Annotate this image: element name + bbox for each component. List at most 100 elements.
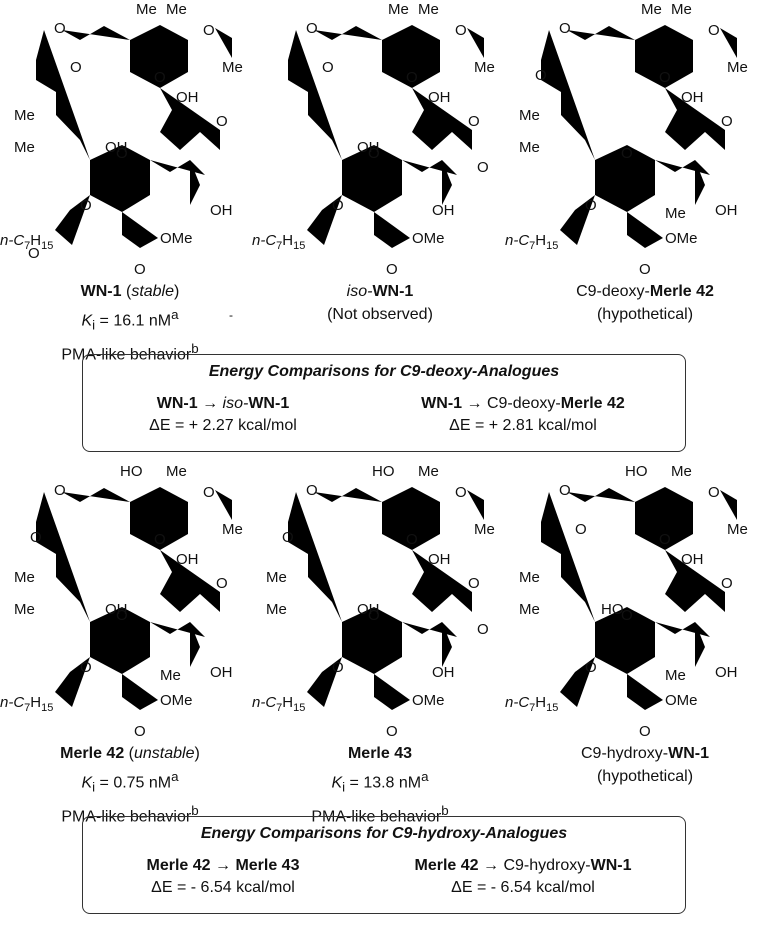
svg-text:n-C7H15: n-C7H15 bbox=[505, 694, 558, 714]
svg-text:O: O bbox=[621, 145, 633, 162]
svg-text:Me: Me bbox=[136, 1, 157, 18]
svg-text:O: O bbox=[708, 22, 720, 39]
svg-text:O: O bbox=[80, 659, 92, 676]
svg-text:Me: Me bbox=[14, 569, 35, 586]
svg-text:Me: Me bbox=[519, 569, 540, 586]
svg-text:OH: OH bbox=[432, 664, 455, 681]
energy-box-title: Energy Comparisons for C9-hydroxy-Analog… bbox=[200, 825, 568, 842]
svg-text:OMe: OMe bbox=[412, 692, 445, 709]
svg-text:OH: OH bbox=[210, 202, 233, 219]
svg-text:O: O bbox=[368, 145, 380, 162]
svg-text:OH: OH bbox=[176, 89, 199, 106]
svg-text:Me: Me bbox=[222, 59, 243, 76]
svg-text:O: O bbox=[659, 69, 671, 86]
svg-text:O: O bbox=[368, 607, 380, 624]
svg-text:Me: Me bbox=[474, 59, 495, 76]
svg-text:O: O bbox=[30, 529, 42, 546]
svg-text:O: O bbox=[659, 531, 671, 548]
svg-text:OH: OH bbox=[715, 664, 738, 681]
svg-text:Me: Me bbox=[418, 463, 439, 480]
svg-text:Me: Me bbox=[519, 139, 540, 156]
svg-text:O: O bbox=[282, 529, 294, 546]
svg-text:OH: OH bbox=[357, 601, 380, 618]
caption-c9-hydroxy-wn-1: C9-hydroxy-WN-1 (hypothetical) bbox=[580, 745, 710, 785]
svg-text:HO: HO bbox=[601, 601, 624, 618]
svg-text:n-C7H15: n-C7H15 bbox=[505, 232, 558, 252]
svg-text:OH: OH bbox=[176, 551, 199, 568]
svg-text:O: O bbox=[455, 484, 467, 501]
comparison-right: Merle 42 → C9-hydroxy-WN-1 ΔE = - 6.54 k… bbox=[414, 857, 632, 896]
comparison-right: WN-1 → C9-deoxy-Merle 42 ΔE = + 2.81 kca… bbox=[421, 395, 625, 434]
svg-text:OMe: OMe bbox=[160, 230, 193, 247]
svg-text:OH: OH bbox=[105, 139, 128, 156]
svg-text:O: O bbox=[332, 659, 344, 676]
comparison-left: Merle 42 → Merle 43 ΔE = - 6.54 kcal/mol bbox=[146, 857, 300, 896]
svg-text:HO: HO bbox=[625, 463, 648, 480]
svg-text:O: O bbox=[621, 607, 633, 624]
svg-text:OH: OH bbox=[428, 89, 451, 106]
svg-text:O: O bbox=[134, 723, 146, 737]
svg-text:O: O bbox=[585, 197, 597, 214]
caption-merle-42: Merle 42 (unstable) Ki = 0.75 nMa PMA-li… bbox=[60, 745, 200, 825]
svg-text:OMe: OMe bbox=[160, 692, 193, 709]
caption-c9-deoxy-merle-42: C9-deoxy-Merle 42 (hypothetical) bbox=[576, 283, 714, 323]
svg-text:OMe: OMe bbox=[665, 692, 698, 709]
svg-text:n-C7H15: n-C7H15 bbox=[0, 232, 53, 252]
svg-text:OMe: OMe bbox=[665, 230, 698, 247]
svg-text:O: O bbox=[216, 113, 228, 130]
svg-text:O: O bbox=[559, 482, 571, 499]
svg-text:O: O bbox=[559, 20, 571, 37]
svg-text:Me: Me bbox=[266, 601, 287, 618]
separator-dot: - bbox=[229, 308, 233, 322]
svg-text:n-C7H15: n-C7H15 bbox=[252, 232, 305, 252]
svg-text:Me: Me bbox=[665, 667, 686, 684]
svg-text:Me: Me bbox=[418, 1, 439, 18]
svg-text:O: O bbox=[70, 59, 82, 76]
svg-text:O: O bbox=[721, 113, 733, 130]
svg-text:O: O bbox=[332, 197, 344, 214]
svg-text:HO: HO bbox=[120, 463, 143, 480]
svg-text:Me: Me bbox=[222, 521, 243, 538]
energy-box-title: Energy Comparisons for C9-deoxy-Analogue… bbox=[208, 363, 560, 380]
svg-text:OH: OH bbox=[105, 601, 128, 618]
svg-text:Me: Me bbox=[671, 1, 692, 18]
svg-text:n-C7H15: n-C7H15 bbox=[0, 694, 53, 714]
svg-text:OH: OH bbox=[210, 664, 233, 681]
svg-text:OH: OH bbox=[428, 551, 451, 568]
svg-text:O: O bbox=[28, 245, 40, 262]
svg-text:Me: Me bbox=[160, 667, 181, 684]
caption-wn-1: WN-1 (stable) Ki = 16.1 nMa PMA-like beh… bbox=[61, 283, 199, 363]
svg-text:OH: OH bbox=[357, 139, 380, 156]
svg-text:O: O bbox=[721, 575, 733, 592]
svg-text:O: O bbox=[203, 22, 215, 39]
svg-text:O: O bbox=[54, 482, 66, 499]
svg-text:O: O bbox=[468, 575, 480, 592]
svg-text:O: O bbox=[477, 159, 489, 176]
caption-merle-43: Merle 43 Ki = 13.8 nMa PMA-like behavior… bbox=[311, 745, 449, 825]
svg-text:O: O bbox=[322, 59, 334, 76]
energy-box-c9-deoxy: Energy Comparisons for C9-deoxy-Analogue… bbox=[82, 354, 686, 452]
svg-text:Me: Me bbox=[519, 601, 540, 618]
svg-text:Me: Me bbox=[14, 107, 35, 124]
svg-text:O: O bbox=[80, 197, 92, 214]
svg-text:O: O bbox=[708, 484, 720, 501]
svg-text:n-C7H15: n-C7H15 bbox=[252, 694, 305, 714]
svg-text:Me: Me bbox=[665, 205, 686, 222]
svg-text:O: O bbox=[406, 69, 418, 86]
svg-text:O: O bbox=[154, 69, 166, 86]
svg-text:O: O bbox=[386, 723, 398, 737]
svg-text:O: O bbox=[54, 20, 66, 37]
svg-text:Me: Me bbox=[727, 59, 748, 76]
svg-text:Me: Me bbox=[266, 569, 287, 586]
svg-text:Me: Me bbox=[474, 521, 495, 538]
svg-text:Me: Me bbox=[641, 1, 662, 18]
svg-text:OH: OH bbox=[715, 202, 738, 219]
svg-text:O: O bbox=[585, 659, 597, 676]
svg-text:O: O bbox=[386, 261, 398, 275]
svg-text:O: O bbox=[116, 607, 128, 624]
svg-text:O: O bbox=[306, 482, 318, 499]
